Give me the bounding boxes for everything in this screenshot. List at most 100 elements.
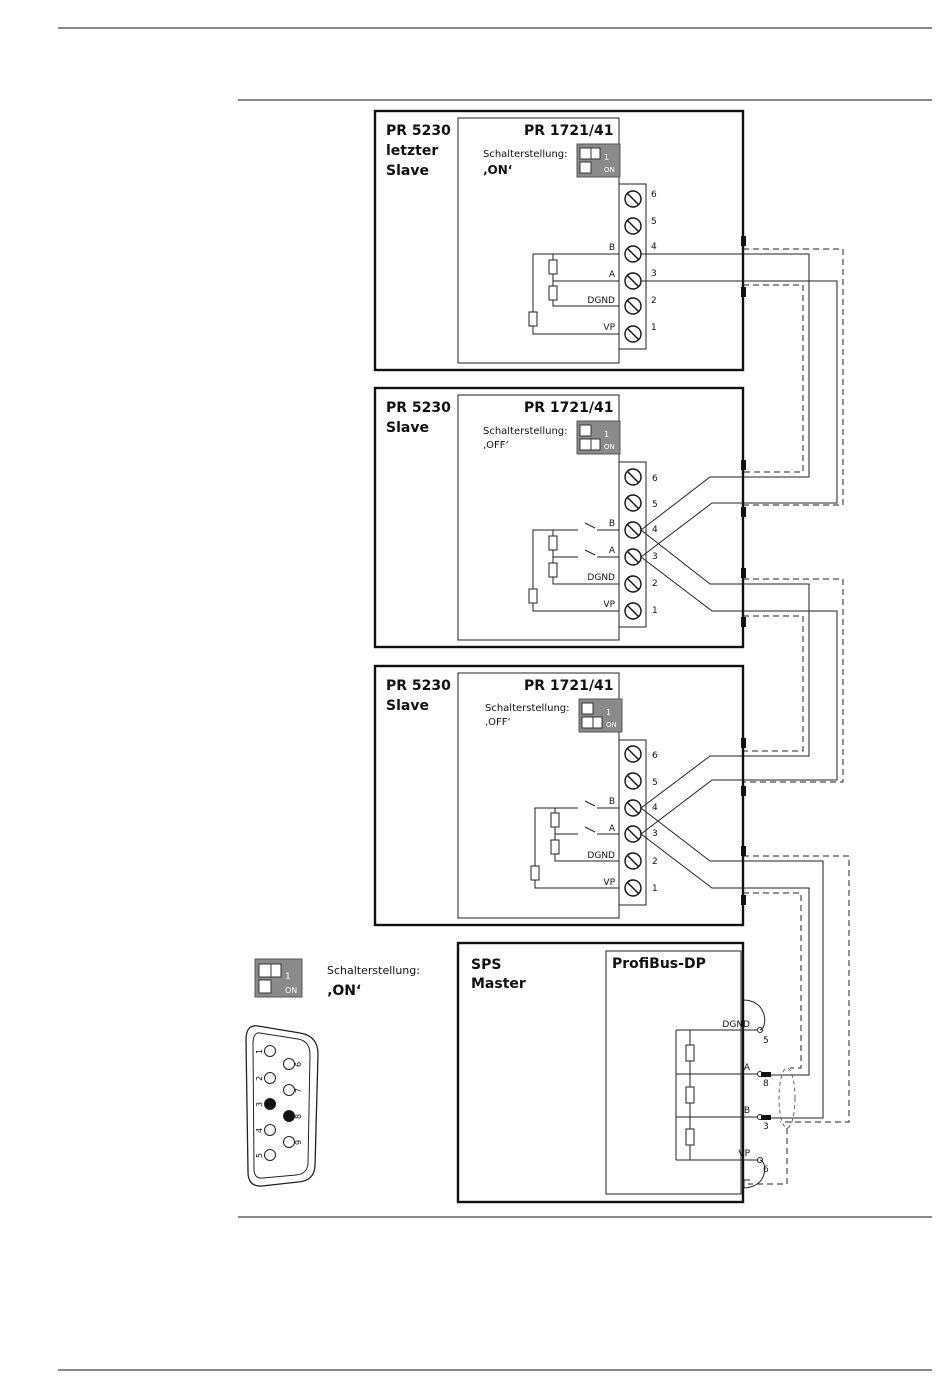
terminal-block [618, 461, 647, 628]
module-title-line3: Slave [386, 163, 429, 179]
profibus-board [605, 950, 742, 1195]
master-signal-vp: VP [738, 1149, 750, 1159]
connector-pin-label: 9 [294, 1140, 303, 1145]
switch-value: ‚OFF‘ [483, 440, 509, 451]
signal-a: A [609, 270, 616, 280]
terminal-number: 6 [652, 474, 658, 484]
switch-value: ‚OFF‘ [485, 717, 511, 728]
board-title: PR 1721/41 [524, 400, 613, 416]
resistor [548, 535, 558, 551]
switch-on: ON [604, 166, 615, 174]
master-pin: 8 [763, 1079, 769, 1089]
resistor [550, 812, 560, 828]
module-title-line1: PR 5230 [386, 400, 451, 416]
terminal-screws [624, 468, 642, 620]
terminal-number: 4 [651, 242, 657, 252]
resistor [550, 839, 560, 855]
terminal-screws [624, 745, 642, 897]
module-slave-1: PR 5230 Slave PR 1721/41 Schalterstellun… [373, 386, 844, 783]
connector-pin-label: 4 [255, 1128, 264, 1133]
module-slave-2: PR 5230 Slave PR 1721/41 Schalterstellun… [373, 664, 850, 1123]
connector-pin-label: 5 [255, 1153, 264, 1158]
signal-vp: VP [603, 323, 615, 333]
master-signal-a: A [744, 1063, 751, 1073]
resistor [528, 311, 538, 327]
resistor [530, 865, 540, 881]
terminal-block [618, 183, 647, 350]
switch-label: Schalterstellung: [485, 703, 570, 714]
terminal-number: 5 [651, 217, 657, 227]
module-last-slave: PR 5230 letzter Slave PR 1721/41 Schalte… [373, 109, 844, 506]
resistor [685, 1044, 695, 1062]
module-title-line2: Slave [386, 420, 429, 436]
module-title-line2: letzter [386, 143, 438, 159]
switch-one: 1 [285, 972, 291, 982]
signal-a: A [609, 824, 616, 834]
terminal-number: 5 [652, 500, 658, 510]
master-module: SPS Master ProfiBus-DP DGND A B VP 5 8 3… [456, 941, 796, 1204]
terminal-number: 2 [652, 579, 658, 589]
switch-value: ‚ON‘ [483, 163, 512, 177]
connector-pin-label: 2 [255, 1076, 264, 1081]
terminal-number: 1 [652, 884, 658, 894]
terminal-number: 6 [652, 751, 658, 761]
signal-b: B [609, 797, 615, 807]
switch-one: 1 [606, 708, 611, 717]
master-title-line1: SPS [471, 957, 501, 973]
connector-pin-label: 3 [255, 1102, 264, 1107]
dsub9-connector-icon: 1 2 3 4 5 6 7 8 9 [245, 1025, 319, 1187]
board-title: PR 1721/41 [524, 678, 613, 694]
terminal-screws [624, 190, 642, 343]
master-signal-dgnd: DGND [722, 1020, 750, 1030]
resistor [548, 259, 558, 275]
terminal-block [618, 739, 647, 906]
terminal-number: 2 [652, 857, 658, 867]
board-title: ProfiBus-DP [612, 956, 706, 972]
switch-one: 1 [604, 153, 609, 162]
signal-vp: VP [603, 600, 615, 610]
switch-on: ON [285, 986, 297, 995]
module-title-line1: PR 5230 [386, 678, 451, 694]
signal-b: B [609, 243, 615, 253]
terminal-number: 3 [652, 829, 658, 839]
resistor [685, 1086, 695, 1104]
connector-pin-label: 1 [255, 1049, 264, 1054]
signal-dgnd: DGND [587, 296, 615, 306]
resistor [685, 1128, 695, 1146]
terminal-number: 1 [652, 606, 658, 616]
resistor [548, 285, 558, 301]
legend-switch: 1 ON Schalterstellung: ‚ON‘ [254, 958, 420, 999]
signal-dgnd: DGND [587, 573, 615, 583]
dip-switch-icon: 1 ON [254, 958, 303, 998]
signal-vp: VP [603, 878, 615, 888]
terminal-number: 6 [651, 190, 657, 200]
legend-switch-value: ‚ON‘ [327, 983, 361, 999]
switch-label: Schalterstellung: [483, 426, 568, 437]
switch-on: ON [606, 721, 617, 729]
module-frame [373, 386, 745, 649]
connector-pin-label: 8 [294, 1114, 303, 1119]
connector-pin-label: 6 [294, 1062, 303, 1067]
terminal-number: 4 [652, 803, 658, 813]
module-title-line1: PR 5230 [386, 123, 451, 139]
master-pin: 3 [763, 1122, 769, 1132]
module-title-line2: Slave [386, 698, 429, 714]
terminal-number: 5 [652, 778, 658, 788]
terminal-number: 3 [652, 552, 658, 562]
terminal-number: 1 [651, 323, 657, 333]
connector-pin-label: 7 [294, 1088, 303, 1093]
switch-on: ON [604, 443, 615, 451]
board-title: PR 1721/41 [524, 123, 613, 139]
dip-switch-icon: 1 ON [578, 698, 623, 733]
dip-switch-icon: 1 ON [576, 420, 621, 455]
resistor [548, 562, 558, 578]
master-title-line2: Master [471, 976, 526, 992]
signal-dgnd: DGND [587, 851, 615, 861]
terminal-number: 3 [651, 269, 657, 279]
switch-label: Schalterstellung: [483, 149, 568, 160]
signal-b: B [609, 519, 615, 529]
terminal-number: 2 [651, 296, 657, 306]
master-pin: 6 [763, 1165, 769, 1175]
master-frame [456, 941, 745, 1204]
